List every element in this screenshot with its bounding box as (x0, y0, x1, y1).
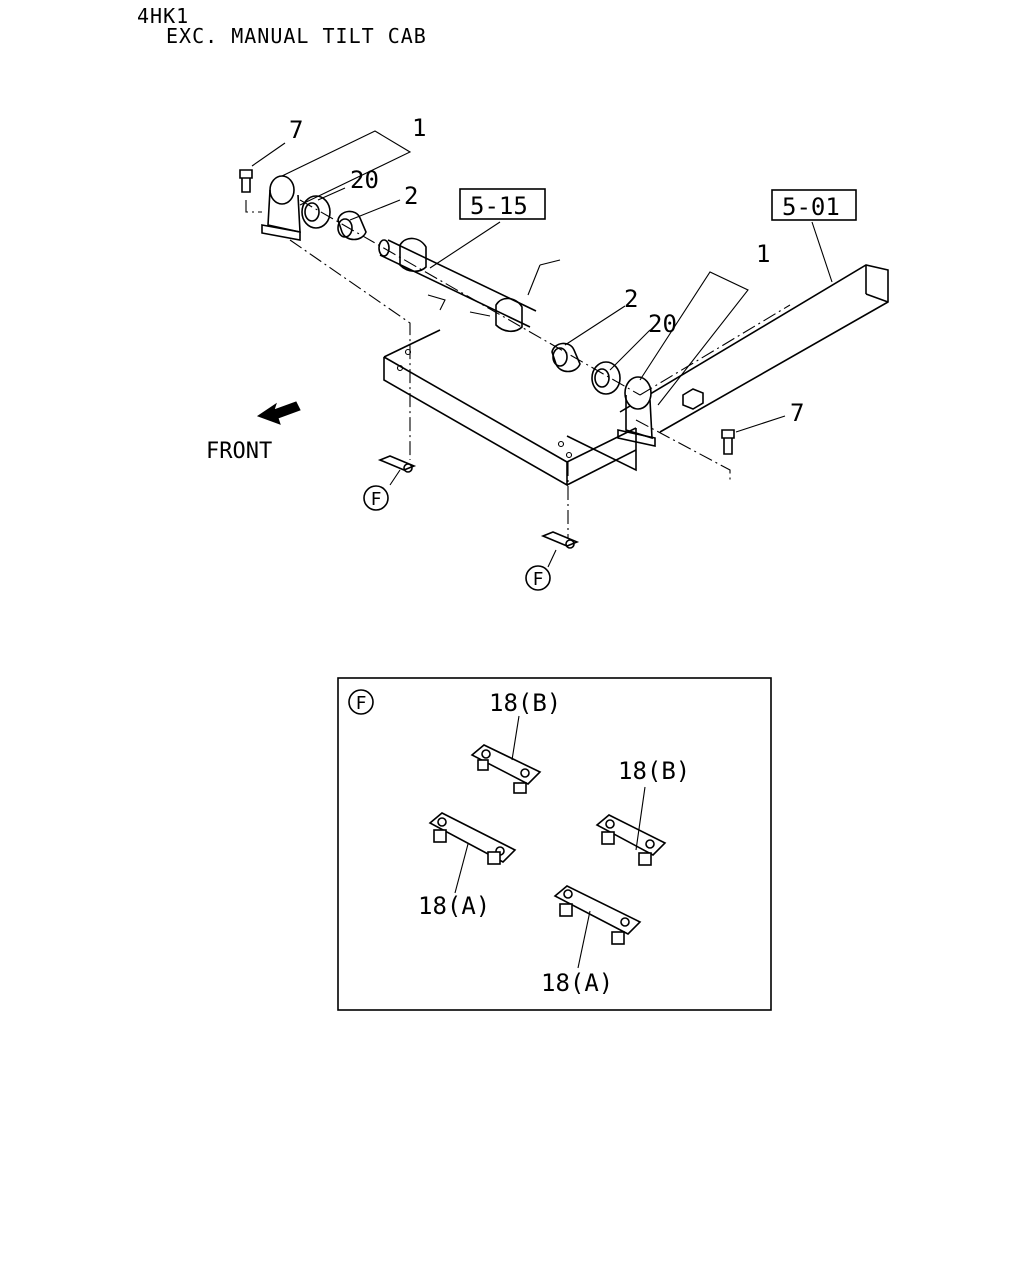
svg-text:F: F (533, 569, 544, 590)
label-18a-left: 18(A) (418, 892, 490, 920)
clip-center (540, 531, 580, 549)
bracket-left (261, 175, 301, 241)
leader-18b-top (511, 715, 520, 761)
label-18b-top: 18(B) (489, 689, 561, 717)
callout-bush-outer-right: 20 (648, 310, 677, 338)
front-arrow-icon (256, 401, 301, 425)
callout-bush-inner-left: 2 (404, 182, 418, 210)
frame-crossmember (383, 329, 637, 487)
label-18a-bottom: 18(A) (541, 969, 613, 997)
callout-bolt-right: 7 (790, 399, 804, 427)
detail-f-marker: F (348, 689, 374, 715)
plate-18a-bottom (553, 885, 642, 945)
leader-lines (251, 130, 833, 568)
front-label: FRONT (206, 439, 272, 464)
cab-mount-tube (378, 237, 561, 333)
model-code: 4HK1 (137, 4, 189, 28)
ref-box-5-15 (459, 188, 546, 220)
plate-18a-left (428, 812, 517, 865)
leader-18a-left (454, 843, 469, 894)
svg-text:F: F (371, 489, 382, 510)
ref-5-01-label: 5-01 (782, 193, 840, 221)
plate-18b-top (470, 744, 542, 794)
bush-inner-left (337, 210, 367, 241)
detail-marker-f-1: F (363, 485, 389, 511)
ref-5-15-label: 5-15 (470, 192, 528, 220)
ref-box-5-01 (771, 189, 857, 221)
bush-inner-right (551, 342, 581, 373)
detail-f-frame (337, 677, 772, 1011)
svg-text:F: F (356, 693, 367, 714)
leader-18a-bottom (577, 910, 591, 969)
assembly-centerlines (245, 199, 791, 545)
label-18b-right: 18(B) (618, 757, 690, 785)
callout-bolt-left: 7 (289, 116, 303, 144)
plate-18b-right (595, 814, 667, 866)
callout-bush-outer-left: 20 (350, 166, 379, 194)
bush-outer-right (591, 361, 621, 395)
bolt-right (721, 429, 735, 455)
side-rail (619, 264, 889, 433)
leader-18b-right (635, 786, 646, 851)
bush-outer-left (301, 195, 331, 229)
bracket-right (617, 376, 656, 447)
clip-left (377, 455, 417, 473)
callout-bush-inner-right: 2 (624, 285, 638, 313)
detail-marker-f-2: F (525, 565, 551, 591)
callout-bracket-left: 1 (412, 114, 426, 142)
variant-text: EXC. MANUAL TILT CAB (166, 24, 427, 48)
bolt-left (239, 169, 253, 193)
callout-bracket-right: 1 (756, 240, 770, 268)
